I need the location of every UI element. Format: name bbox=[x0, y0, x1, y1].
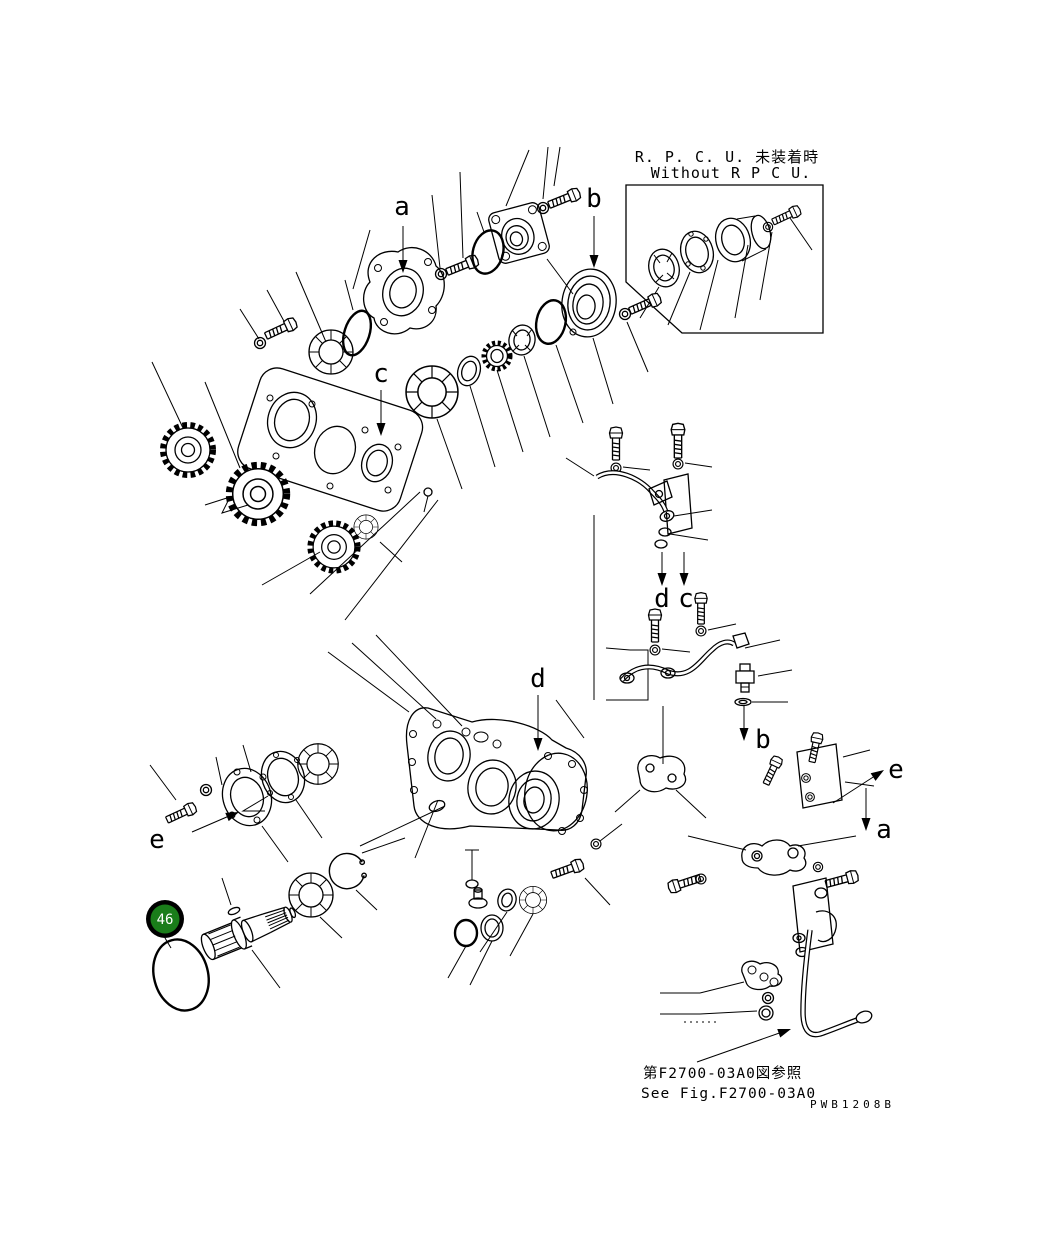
square-flange bbox=[488, 202, 550, 264]
inset-title-en: Without R P C U. bbox=[651, 164, 812, 182]
callout-c-pipe: c bbox=[678, 552, 694, 614]
callout-e-right: e bbox=[832, 755, 904, 804]
input-shaft-assembly bbox=[152, 837, 406, 1012]
inset-title-jp: R. P. C. U. 未装着時 bbox=[635, 148, 819, 166]
drain-tube-assembly bbox=[660, 835, 873, 1038]
svg-text:e: e bbox=[149, 825, 165, 855]
gear-train bbox=[151, 361, 439, 621]
upper-gear-case bbox=[237, 367, 424, 512]
svg-text:c: c bbox=[678, 584, 694, 614]
callout-e-flange: e bbox=[149, 795, 269, 855]
balloon-number: 46 bbox=[157, 912, 174, 928]
inset-cover bbox=[714, 214, 772, 263]
gasket bbox=[260, 750, 306, 804]
manifold-block bbox=[741, 960, 783, 991]
bracket-casting bbox=[614, 755, 707, 819]
sprocket-washer bbox=[481, 340, 513, 372]
svg-text:e: e bbox=[888, 755, 904, 785]
svg-text:d: d bbox=[530, 664, 546, 694]
inset-gasket bbox=[679, 230, 715, 274]
lower-gear-case bbox=[327, 634, 588, 859]
top-cover-assembly bbox=[239, 146, 583, 375]
round-flange-cover bbox=[221, 767, 273, 827]
callout-d-pipe: d bbox=[654, 552, 670, 614]
o-ring-46 bbox=[152, 938, 210, 1012]
pipe-assembly-lower bbox=[605, 592, 793, 819]
fitting-valve bbox=[735, 663, 793, 693]
bearing-seal-row bbox=[405, 268, 664, 490]
svg-text:d: d bbox=[654, 584, 670, 614]
svg-text:c: c bbox=[373, 359, 389, 389]
inset-box-without-rpcu bbox=[625, 184, 824, 334]
svg-text:b: b bbox=[755, 725, 771, 755]
upper-cover-plate bbox=[363, 247, 445, 335]
footer-ref-jp: 第F2700-03A0図参照 bbox=[643, 1064, 802, 1082]
callout-a-top: a bbox=[394, 192, 410, 273]
round-cover bbox=[561, 268, 617, 338]
callout-a-right: a bbox=[861, 788, 892, 845]
spline-collar bbox=[508, 324, 536, 356]
case-bottom-parts bbox=[447, 823, 623, 986]
svg-text:a: a bbox=[394, 192, 410, 222]
callout-d-case: d bbox=[530, 664, 546, 751]
plug bbox=[468, 887, 488, 909]
see-fig-arrow bbox=[696, 1024, 793, 1063]
balloon-46: 46 bbox=[146, 900, 184, 949]
svg-text:b: b bbox=[586, 184, 602, 214]
callout-b-fitting: b bbox=[739, 706, 771, 755]
footer-ref-en: See Fig.F2700-03A0 bbox=[641, 1086, 816, 1102]
right-bracket-assembly bbox=[760, 731, 875, 809]
callout-b-top: b bbox=[586, 184, 602, 268]
inset-ring bbox=[648, 248, 680, 288]
plate-code: PWB1208B bbox=[810, 1098, 895, 1111]
pipe-assembly-upper bbox=[565, 422, 713, 549]
flange-cover-assembly bbox=[149, 743, 339, 863]
svg-text:a: a bbox=[876, 815, 892, 845]
callout-c-gear: c bbox=[373, 359, 389, 436]
